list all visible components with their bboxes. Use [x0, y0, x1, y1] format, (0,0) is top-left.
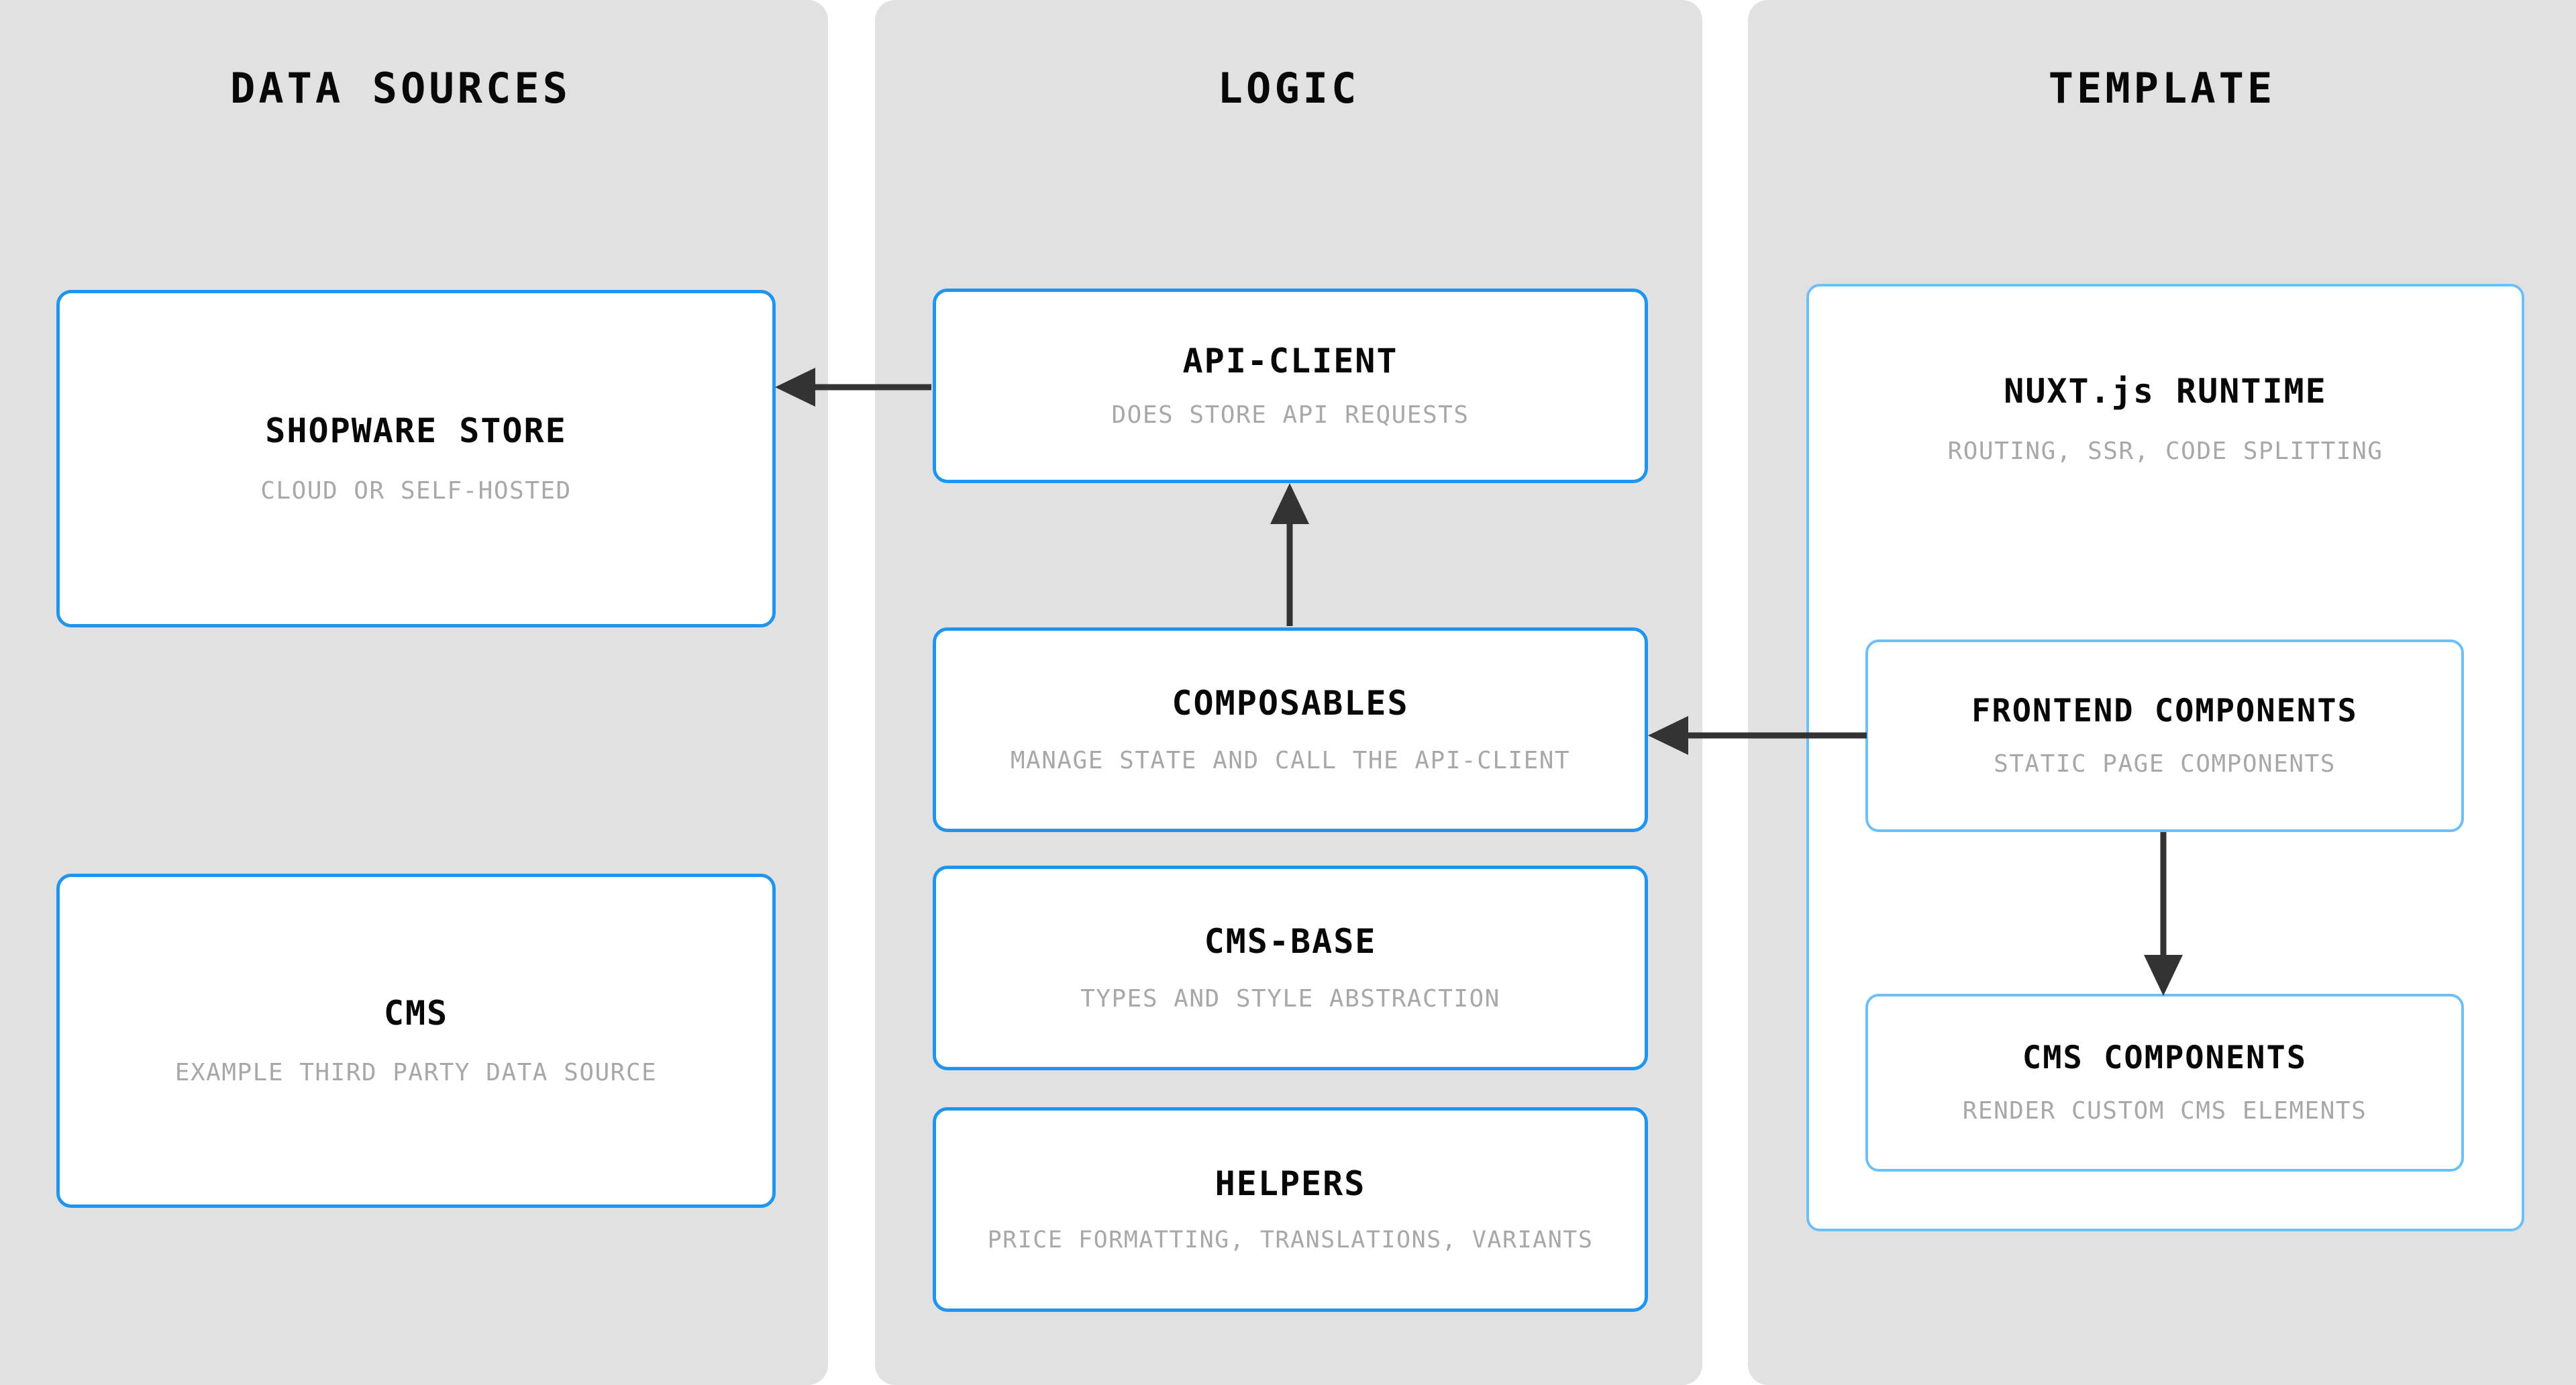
node-cms-base[interactable]: CMS-BASE TYPES AND STYLE ABSTRACTION	[933, 866, 1648, 1070]
node-shopware-store[interactable]: SHOPWARE STORE CLOUD OR SELF-HOSTED	[56, 290, 776, 627]
node-composables[interactable]: COMPOSABLES MANAGE STATE AND CALL THE AP…	[933, 627, 1648, 832]
node-frontend-components[interactable]: FRONTEND COMPONENTS STATIC PAGE COMPONEN…	[1865, 639, 2464, 832]
node-title: SHOPWARE STORE	[265, 411, 567, 451]
node-subtitle: DOES STORE API REQUESTS	[1111, 401, 1470, 429]
node-api-client[interactable]: API-CLIENT DOES STORE API REQUESTS	[933, 289, 1648, 483]
node-title: CMS	[383, 993, 449, 1033]
node-subtitle: ROUTING, SSR, CODE SPLITTING	[1947, 437, 2383, 465]
column-title-data-sources: DATA SOURCES	[230, 64, 571, 113]
node-subtitle: MANAGE STATE AND CALL THE API-CLIENT	[1010, 746, 1571, 774]
node-cms-components[interactable]: CMS COMPONENTS RENDER CUSTOM CMS ELEMENT…	[1865, 994, 2464, 1172]
node-subtitle: PRICE FORMATTING, TRANSLATIONS, VARIANTS	[987, 1227, 1594, 1254]
column-title-logic: LOGIC	[1217, 64, 1360, 113]
node-title: NUXT.js RUNTIME	[2004, 372, 2327, 411]
column-title-template: TEMPLATE	[2048, 64, 2276, 113]
node-helpers[interactable]: HELPERS PRICE FORMATTING, TRANSLATIONS, …	[933, 1107, 1648, 1312]
node-subtitle: EXAMPLE THIRD PARTY DATA SOURCE	[174, 1059, 658, 1087]
node-title: CMS-BASE	[1204, 922, 1377, 962]
node-cms[interactable]: CMS EXAMPLE THIRD PARTY DATA SOURCE	[56, 874, 776, 1208]
node-title: HELPERS	[1215, 1164, 1366, 1203]
node-title: CMS COMPONENTS	[2022, 1039, 2308, 1076]
node-subtitle: CLOUD OR SELF-HOSTED	[260, 476, 572, 505]
node-subtitle: RENDER CUSTOM CMS ELEMENTS	[1962, 1097, 2367, 1125]
node-title: API-CLIENT	[1182, 341, 1398, 380]
node-title: FRONTEND COMPONENTS	[1971, 692, 2358, 729]
node-subtitle: TYPES AND STYLE ABSTRACTION	[1080, 984, 1500, 1013]
node-title: COMPOSABLES	[1172, 684, 1409, 723]
node-subtitle: STATIC PAGE COMPONENTS	[1994, 750, 2336, 778]
